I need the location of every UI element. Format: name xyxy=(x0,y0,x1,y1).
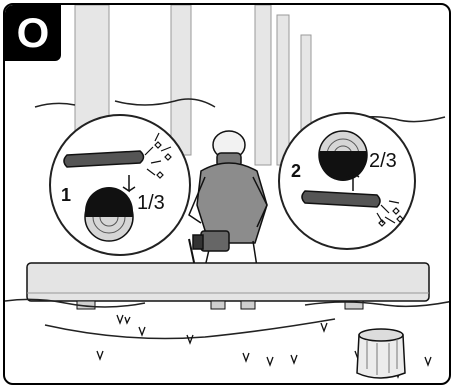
callout-right-fraction: 2/3 xyxy=(369,150,397,172)
callout-top-cut: 2 2/3 xyxy=(279,113,415,249)
callout-left-fraction: 1/3 xyxy=(137,192,165,214)
log-end-icon xyxy=(85,187,133,241)
callout-right-number: 2 xyxy=(291,161,301,181)
log-icon xyxy=(27,263,429,309)
log-end-icon xyxy=(319,131,367,181)
tree-stump-icon xyxy=(357,329,405,378)
callout-left-number: 1 xyxy=(61,185,71,205)
step-badge: O xyxy=(5,5,61,61)
chainsaw-icon xyxy=(189,231,229,267)
callout-underside-cut: 1 1/3 xyxy=(50,115,190,255)
illustration-frame: 1 1/3 2 2/3 xyxy=(3,3,451,385)
felling-scene: 1 1/3 2 2/3 xyxy=(5,5,451,385)
